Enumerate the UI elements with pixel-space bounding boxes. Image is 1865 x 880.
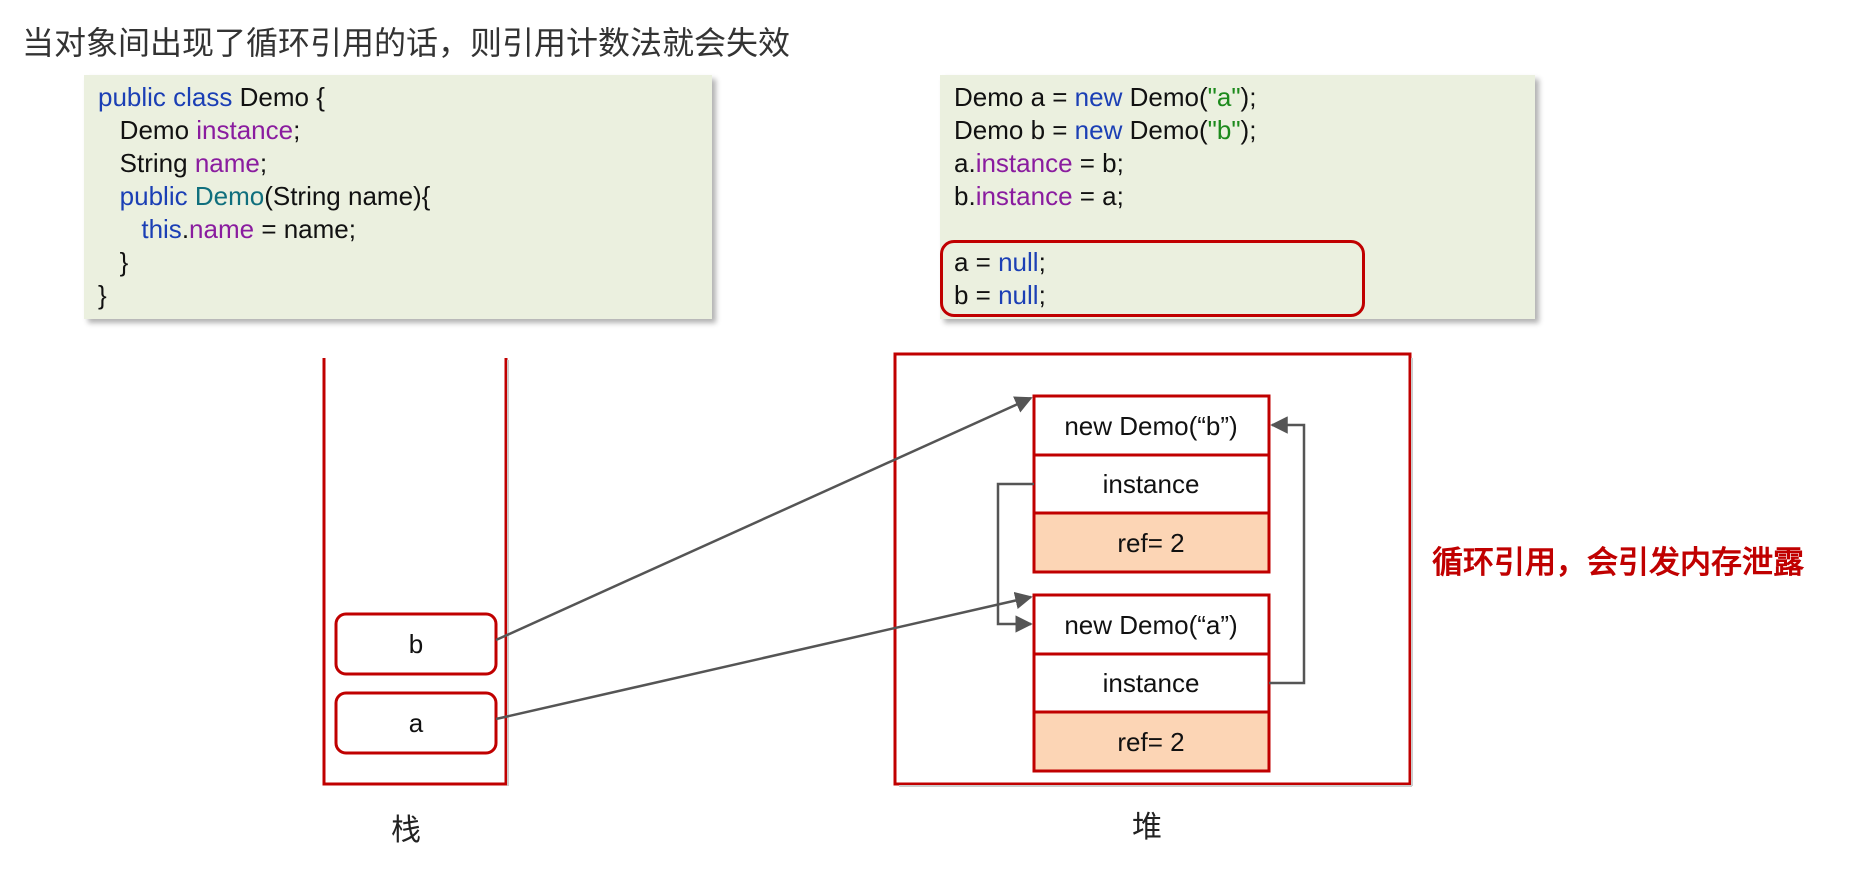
object-a-title: new Demo(“a”) <box>1064 610 1237 640</box>
class-code-panel: public class Demo { Demo instance; Strin… <box>84 75 712 319</box>
code-keyword: public class <box>98 82 233 112</box>
stack-area: b a <box>322 358 509 786</box>
code-line-2: Demo b = new Demo("b"); <box>954 114 1535 147</box>
code-string: "a" <box>1207 82 1241 112</box>
arrow-b-instance-to-object-a <box>996 482 1034 633</box>
code-field: name <box>189 214 255 244</box>
memory-leak-warning: 循环引用，会引发内存泄露 <box>1432 545 1804 581</box>
code-text: Demo b = <box>954 115 1075 145</box>
code-field: instance <box>196 115 294 145</box>
heap-label: 堆 <box>1132 810 1162 845</box>
code-string: "b" <box>1207 115 1241 145</box>
code-field: instance <box>975 181 1073 211</box>
object-b-title: new Demo(“b”) <box>1064 411 1237 441</box>
object-b-field: instance <box>1103 469 1200 499</box>
code-text: . <box>181 214 190 244</box>
object-a-title-cell <box>1032 593 1271 656</box>
object-b-ref: ref= 2 <box>1117 528 1184 558</box>
code-text: b = <box>954 280 999 310</box>
heap-object-b: new Demo(“b”) instance ref= 2 <box>1032 394 1271 574</box>
code-line-6: b = null; <box>954 279 1535 312</box>
code-line-1: public class Demo { <box>98 81 712 114</box>
code-line-7: } <box>98 280 107 310</box>
code-line-2: Demo instance; <box>98 114 712 147</box>
code-line-3: a.instance = b; <box>954 147 1535 180</box>
code-text: a. <box>954 148 976 178</box>
code-text: = b; <box>1072 148 1124 178</box>
stack-label: 栈 <box>391 813 421 848</box>
code-line-5: this.name = name; <box>98 213 712 246</box>
code-line-3: String name; <box>98 147 712 180</box>
code-keyword: null <box>998 247 1039 277</box>
object-a-field: instance <box>1103 668 1200 698</box>
code-text: = a; <box>1072 181 1124 211</box>
code-field: name <box>194 148 260 178</box>
code-field: instance <box>975 148 1073 178</box>
code-text: Demo a = <box>954 82 1075 112</box>
code-text: ; <box>1038 280 1046 310</box>
code-line-1: Demo a = new Demo("a"); <box>954 81 1535 114</box>
code-text: Demo { <box>232 82 325 112</box>
heap-object-a: new Demo(“a”) instance ref= 2 <box>1032 593 1271 773</box>
code-text: ; <box>293 115 301 145</box>
stack-var-b-label: b <box>409 629 423 659</box>
code-line-5: a = null; <box>954 246 1535 279</box>
main-code-panel: Demo a = new Demo("a"); Demo b = new Dem… <box>940 75 1535 319</box>
object-a-ref-cell <box>1032 710 1271 773</box>
code-text: ; <box>259 148 268 178</box>
code-text: = name; <box>254 214 356 244</box>
code-text: ); <box>1240 82 1257 112</box>
arrow-b-to-object-b <box>495 396 1033 642</box>
code-text: Demo( <box>1122 82 1208 112</box>
object-b-instance-cell <box>1032 453 1271 515</box>
code-text: b. <box>954 181 976 211</box>
code-line-4: public Demo(String name){ <box>98 180 712 213</box>
code-line-4: b.instance = a; <box>954 180 1535 213</box>
code-keyword: public <box>98 181 195 211</box>
code-text: (String name){ <box>264 181 431 211</box>
code-text: ; <box>1038 247 1046 277</box>
code-keyword: this <box>98 214 182 244</box>
stack-var-b <box>334 612 498 676</box>
page-heading: 当对象间出现了循环引用的话，则引用计数法就会失效 <box>22 24 791 62</box>
code-text: ); <box>1240 115 1257 145</box>
code-keyword: new <box>1074 82 1123 112</box>
code-text: String <box>98 148 195 178</box>
object-b-title-cell <box>1032 394 1271 457</box>
object-a-ref: ref= 2 <box>1117 727 1184 757</box>
null-assignment-highlight <box>940 240 1365 317</box>
code-text: a = <box>954 247 999 277</box>
code-keyword: null <box>998 280 1039 310</box>
stack-var-a <box>334 691 498 755</box>
code-text: Demo( <box>1122 115 1208 145</box>
code-keyword: new <box>1074 115 1123 145</box>
heap-area: new Demo(“b”) instance ref= 2 new Demo(“… <box>893 352 1413 787</box>
code-text: Demo <box>98 115 197 145</box>
stack-var-a-label: a <box>409 708 424 738</box>
code-method: Demo <box>194 181 265 211</box>
object-b-ref-cell <box>1032 511 1271 574</box>
arrow-a-instance-to-object-b <box>1269 416 1306 685</box>
arrow-a-to-object-a <box>495 591 1033 721</box>
code-line-6: } <box>98 247 129 277</box>
